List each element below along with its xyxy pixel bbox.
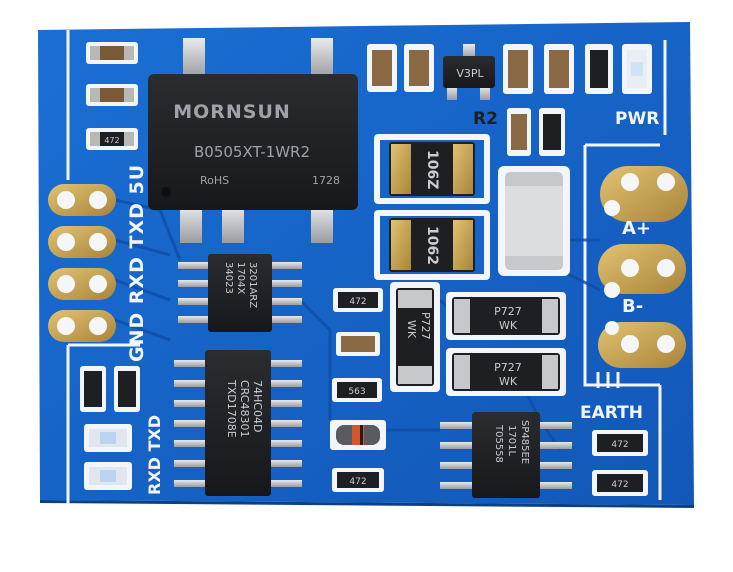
resistor-br-2-code: 472: [611, 480, 628, 490]
hc04-line1: 74HC04D: [251, 380, 264, 432]
cap-top-3: [503, 44, 533, 94]
pin-gnd-pad: [48, 310, 116, 342]
opto-line2: 1704X: [235, 262, 246, 294]
silkscreen-lines: [66, 30, 667, 505]
resistor-top-left-3-code: 472: [104, 136, 119, 145]
dcdc-code: 1728: [312, 174, 340, 187]
opto-line1: 3201ARZ: [247, 262, 258, 308]
tvs-bottom: P727 WK: [446, 348, 566, 396]
fuse-top-mark: 106Z: [424, 150, 440, 189]
pins-left-label: GND RXD TXD 5U: [126, 164, 148, 362]
dcdc-brand: MORNSUN: [173, 101, 291, 123]
tvs-vertical: P727 WK: [390, 282, 440, 392]
r2-label: R2: [473, 109, 498, 129]
sot-mark: V3PL: [456, 67, 484, 80]
tvs-bottom-line1: P727: [494, 361, 522, 374]
terminal-earth: [598, 321, 686, 368]
left-header-pins: [48, 184, 116, 342]
opto-ic-left: 3201ARZ 1704X 34023: [178, 254, 302, 332]
rs485-line2: 1701L: [506, 425, 517, 456]
hc04-ic: 74HC04D CRC48301 TXD1708E: [174, 350, 302, 496]
tvs-top-line2: WK: [499, 319, 518, 332]
resistor-top-5: [585, 44, 613, 94]
tvs-vertical-line2: WK: [405, 320, 418, 339]
resistor-top-left-2: [86, 84, 138, 106]
fuse-bottom-mark: 1062: [424, 226, 440, 265]
tvs-top: P727 WK: [446, 292, 566, 340]
a-plus-label: A+: [622, 218, 651, 239]
resistor-mid-3-code: 563: [348, 387, 365, 397]
tvs-vertical-line1: P727: [419, 312, 432, 340]
resistor-top-left-3: 472: [86, 128, 138, 150]
pwr-led: [622, 44, 652, 94]
resistor-top-left-1: [86, 42, 138, 64]
resistor-bl-2: [114, 366, 140, 412]
cap-mid-2: [336, 332, 380, 356]
terminal-b: [598, 244, 686, 298]
resistor-mid-1: 472: [333, 288, 383, 312]
resistor-br-2: 472: [592, 470, 648, 496]
leds-left-label: RXD TXD: [145, 415, 164, 495]
opto-line3: 34023: [223, 262, 234, 294]
pcb-edge-shadow: [40, 500, 694, 508]
terminal-a: [600, 166, 688, 222]
cap-top-2: [404, 44, 434, 92]
b-minus-label: B-: [622, 296, 643, 317]
rs485-line1: SP485EE: [519, 420, 530, 464]
pwr-label: PWR: [615, 109, 659, 129]
resistor-mid-3: 563: [332, 378, 382, 402]
resistor-r2-a: [507, 108, 531, 156]
rs485-ic: SP485EE 1701L T05558: [440, 412, 572, 498]
tvs-top-line1: P727: [494, 305, 522, 318]
tvs-bottom-line2: WK: [499, 375, 518, 388]
hc04-line2: CRC48301: [238, 380, 251, 437]
fuse-top: 106Z: [374, 134, 490, 204]
resistor-r2-b: [539, 108, 565, 156]
dcdc-rohs: RoHS: [200, 174, 229, 187]
rs485-line3: T05558: [493, 424, 504, 463]
earth-label: EARTH: [580, 403, 643, 423]
led-rxd: [84, 424, 132, 452]
resistor-mid-5: 472: [332, 468, 384, 492]
diode-mid: [330, 420, 386, 450]
pin-5v-pad: [48, 184, 116, 216]
resistor-br-1-code: 472: [611, 440, 628, 450]
pin-txd-pad: [48, 226, 116, 258]
cap-top-4: [544, 44, 574, 94]
cap-top-1: [367, 44, 397, 92]
resistor-bl-1: [80, 366, 106, 412]
hc04-line3: TXD1708E: [225, 379, 238, 438]
gas-discharge-tube: [498, 166, 570, 276]
resistor-br-1: 472: [592, 430, 648, 456]
resistor-mid-1-code: 472: [349, 297, 366, 307]
fuse-bottom: 1062: [374, 210, 490, 280]
dcdc-module: MORNSUN B0505XT-1WR2 RoHS 1728: [148, 38, 358, 243]
pin-rxd-pad: [48, 268, 116, 300]
led-txd: [84, 462, 132, 490]
dcdc-part: B0505XT-1WR2: [194, 143, 310, 161]
sot-transistor: V3PL: [443, 44, 495, 100]
resistor-mid-5-code: 472: [349, 477, 366, 487]
